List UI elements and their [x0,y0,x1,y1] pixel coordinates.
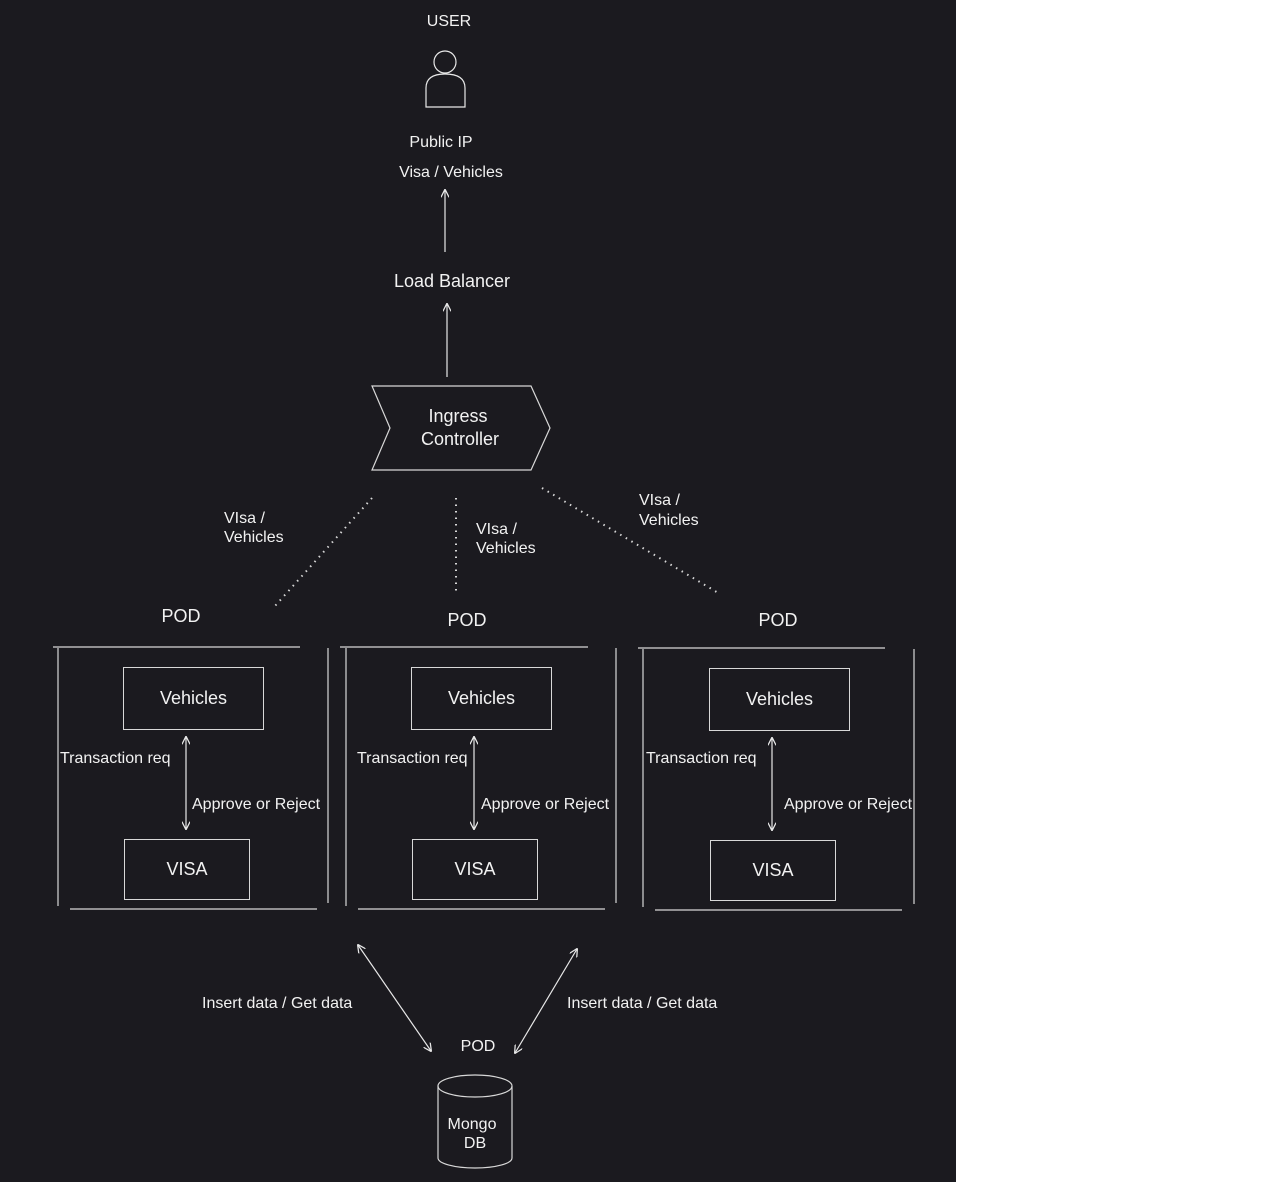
pod-1-visa-service: VISA [124,839,250,900]
pod-1-vehicles-service: Vehicles [123,667,264,730]
pod-1-frame [53,646,329,910]
route-label-1-line2: Vehicles [224,529,284,546]
ingress-controller-line2: Controller [420,429,500,449]
public-ip-route-label: Visa / Vehicles [399,164,503,181]
database-icon [437,1074,513,1169]
dotted-route-3 [541,487,721,595]
pod-2-vehicles-service: Vehicles [411,667,552,730]
diagram-canvas: USER Public IP Visa / Vehicles Load Bala… [0,0,956,1182]
ingress-controller-line1: Ingress [428,406,488,426]
pod-1-title: POD [161,606,201,626]
public-ip-label: Public IP [409,134,473,151]
db-link-right-label: Insert data / Get data [567,995,718,1012]
mongo-db-label-line1: Mongo [447,1116,497,1133]
pod-3-vehicles-service: Vehicles [709,668,850,731]
pod-3-response-label: Approve or Reject [784,796,913,813]
pod-3-frame [638,647,915,911]
db-link-left-label: Insert data / Get data [202,995,353,1012]
pod-3-visa-service: VISA [710,840,836,901]
pod-2-visa-service: VISA [412,839,538,900]
pod-2-response-label: Approve or Reject [481,796,610,813]
pod-3-title: POD [758,610,798,630]
dotted-route-1 [274,497,373,607]
pod-2-frame [340,646,617,910]
user-icon [425,50,466,108]
db-pod-title: POD [460,1038,496,1055]
pod-2-title: POD [447,610,487,630]
load-balancer-label: Load Balancer [393,271,511,291]
route-label-3-line2: Vehicles [639,512,699,529]
db-link-right-arrow [515,949,577,1053]
route-label-1-line1: VIsa / [224,510,265,527]
route-label-3-line1: VIsa / [639,492,680,509]
connector-layer [53,50,915,1169]
db-link-left-arrow [358,945,431,1051]
pod-2-request-label: Transaction req [357,750,468,767]
ingress-controller-shape [371,385,551,471]
pod-3-request-label: Transaction req [646,750,757,767]
pod-1-request-label: Transaction req [60,750,171,767]
pod-1-response-label: Approve or Reject [192,796,321,813]
route-label-2-line1: VIsa / [476,521,517,538]
route-label-2-line2: Vehicles [476,540,536,557]
user-label: USER [426,13,472,30]
mongo-db-label-line2: DB [463,1135,487,1152]
